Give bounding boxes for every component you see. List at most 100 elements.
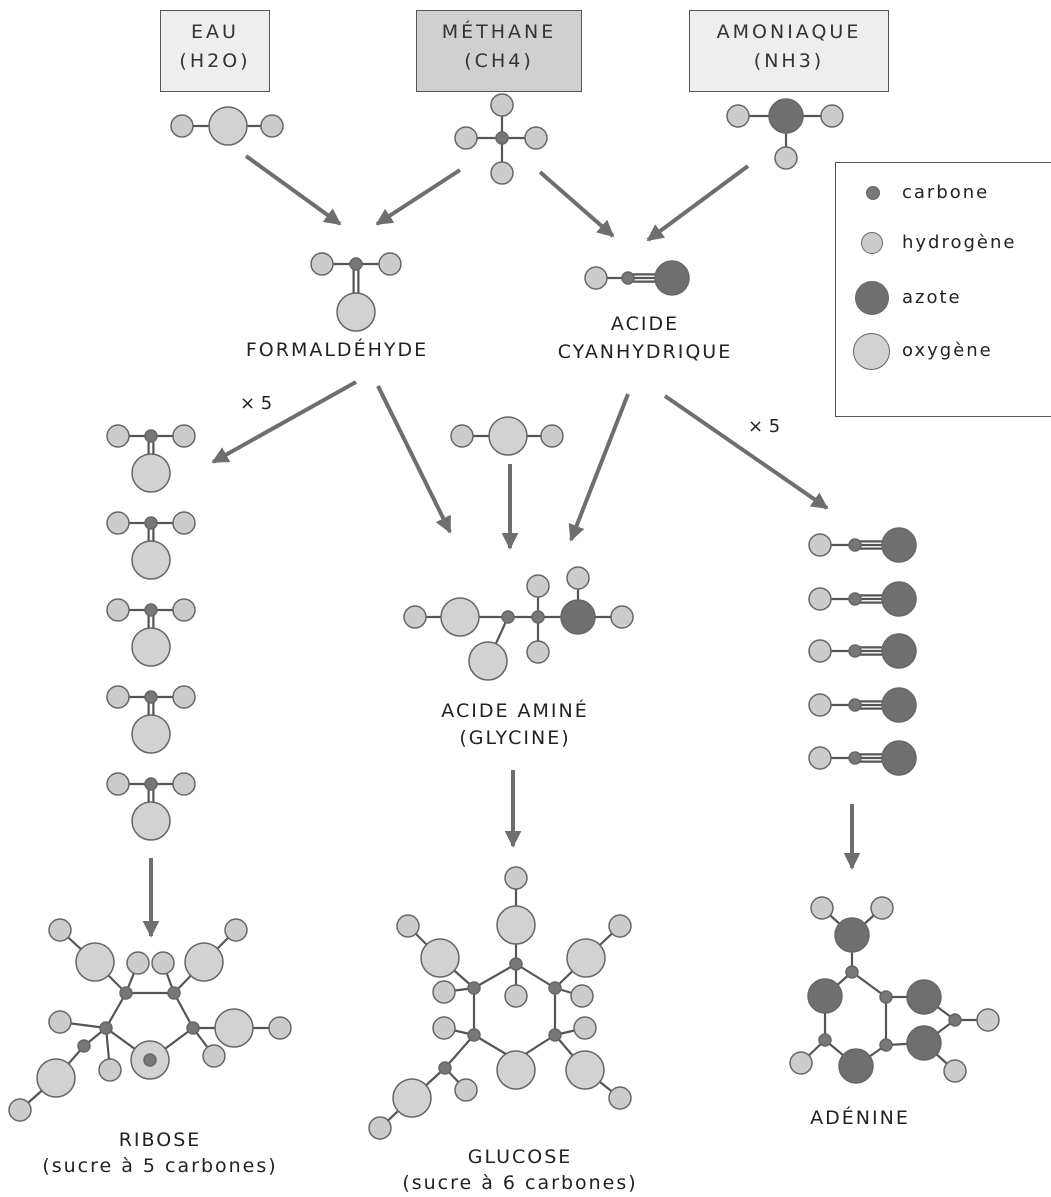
- hydrogen-atom: [774, 146, 798, 170]
- ribose-label-line1: RIBOSE: [118, 1129, 202, 1151]
- hydrogen-atom: [48, 1010, 72, 1034]
- nitrogen-atom: [560, 599, 596, 635]
- oxygen-atom: [496, 905, 536, 945]
- nitrogen-atom: [768, 98, 804, 134]
- carbon-atom: [621, 271, 635, 285]
- carbon-atom: [144, 603, 158, 617]
- glucose-label-line1: GLUCOSE: [467, 1146, 573, 1168]
- nitrogen-atom: [654, 260, 690, 296]
- hydrogen-atom: [490, 93, 514, 117]
- hydrogen-atom: [172, 685, 196, 709]
- methane-box: MÉTHANE (CH4): [416, 10, 582, 92]
- hydrogen-atom: [540, 424, 564, 448]
- oxygen-atom: [440, 597, 480, 637]
- hydrogen-atom: [172, 511, 196, 535]
- carbon-atom: [848, 751, 862, 765]
- carbon-atom: [144, 690, 158, 704]
- oxygen-atom: [392, 1078, 432, 1118]
- oxygen-swatch-icon: [853, 333, 890, 370]
- hydrogen-atom: [608, 914, 632, 938]
- hydrogen-atom: [808, 533, 832, 557]
- methane-name: MÉTHANE: [441, 21, 557, 43]
- hydrogen-atom: [268, 1016, 292, 1040]
- hcn-label-line1: ACIDE: [610, 313, 680, 335]
- hydrogen-atom: [172, 598, 196, 622]
- legend-label-hydrogen: hydrogène: [902, 232, 1017, 253]
- oxygen-atom: [420, 938, 460, 978]
- bond: [444, 1034, 475, 1069]
- bond: [851, 971, 887, 998]
- hydrogen-atom: [526, 574, 550, 598]
- reaction-arrows: [142, 154, 861, 938]
- reaction-arrow: [663, 394, 829, 510]
- water-formula: (H2O): [179, 50, 251, 72]
- hydrogen-atom: [403, 605, 427, 629]
- nitrogen-atom: [881, 581, 917, 617]
- hydrogen-atom: [808, 639, 832, 663]
- nitrogen-swatch-icon: [855, 281, 889, 315]
- reaction-arrow: [375, 168, 462, 226]
- hydrogen-atom: [808, 587, 832, 611]
- carbon-atom: [509, 957, 523, 971]
- hydrogen-atom: [170, 114, 194, 138]
- formaldehyde-label: FORMALDÉHYDE: [245, 339, 429, 361]
- hydrogen-atom: [943, 1059, 967, 1083]
- legend-item-hydrogen: hydrogène: [836, 223, 1051, 263]
- nitrogen-atom: [881, 633, 917, 669]
- oxygen-atom: [36, 1058, 76, 1098]
- hydrogen-atom: [820, 104, 844, 128]
- oxygen-atom: [488, 416, 528, 456]
- legend-item-oxygen: oxygène: [836, 331, 1051, 371]
- legend-label-nitrogen: azote: [902, 287, 962, 308]
- ammonia-box: AMONIAQUE (NH3): [689, 10, 889, 92]
- nitrogen-atom: [906, 1025, 942, 1061]
- reaction-arrow: [376, 385, 452, 534]
- oxygen-atom: [566, 938, 606, 978]
- reaction-arrow: [538, 170, 615, 238]
- carbon-atom: [144, 516, 158, 530]
- carbon-atom: [349, 257, 363, 271]
- carbon-atom: [143, 1053, 157, 1067]
- hydrogen-atom: [504, 866, 528, 890]
- hydrogen-atom: [260, 114, 284, 138]
- hydrogen-atom: [368, 1116, 392, 1140]
- legend-label-carbon: carbone: [902, 182, 990, 203]
- carbon-atom: [77, 1039, 91, 1053]
- nitrogen-atom: [881, 527, 917, 563]
- hydrogen-atom: [126, 951, 150, 975]
- hydrogen-atom: [378, 252, 402, 276]
- nitrogen-atom: [807, 978, 843, 1014]
- hydrogen-atom: [976, 1008, 1000, 1032]
- carbon-atom: [144, 777, 158, 791]
- hydrogen-atom: [808, 746, 832, 770]
- oxygen-atom: [208, 106, 248, 146]
- ribose-label-line2: (sucre à 5 carbones): [42, 1155, 278, 1177]
- nitrogen-atom: [881, 687, 917, 723]
- hydrogen-atom: [454, 1078, 478, 1102]
- multiplier-right: × 5: [748, 416, 781, 437]
- oxygen-atom: [565, 1050, 605, 1090]
- carbon-atom: [948, 1013, 962, 1027]
- legend: carbone hydrogène azote oxygène: [835, 162, 1051, 417]
- hydrogen-atom: [106, 424, 130, 448]
- legend-item-nitrogen: azote: [836, 278, 1051, 318]
- water-name: EAU: [191, 21, 239, 43]
- adenine-label: ADÉNINE: [810, 1107, 910, 1129]
- hydrogen-atom: [573, 1016, 597, 1040]
- hydrogen-atom: [454, 126, 478, 150]
- bond: [515, 963, 556, 989]
- hydrogen-atom: [432, 1016, 456, 1040]
- hydrogen-atom: [202, 1044, 226, 1068]
- hydrogen-atom: [432, 980, 456, 1004]
- carbon-atom: [99, 1021, 113, 1035]
- carbon-atom: [119, 986, 133, 1000]
- carbon-atom: [501, 610, 515, 624]
- hydrogen-atom: [810, 896, 834, 920]
- nitrogen-atom: [834, 917, 870, 953]
- hydrogen-atom: [8, 1098, 32, 1122]
- carbon-atom: [848, 538, 862, 552]
- hydrogen-atom: [450, 424, 474, 448]
- carbon-atom: [848, 698, 862, 712]
- carbon-atom: [818, 1033, 832, 1047]
